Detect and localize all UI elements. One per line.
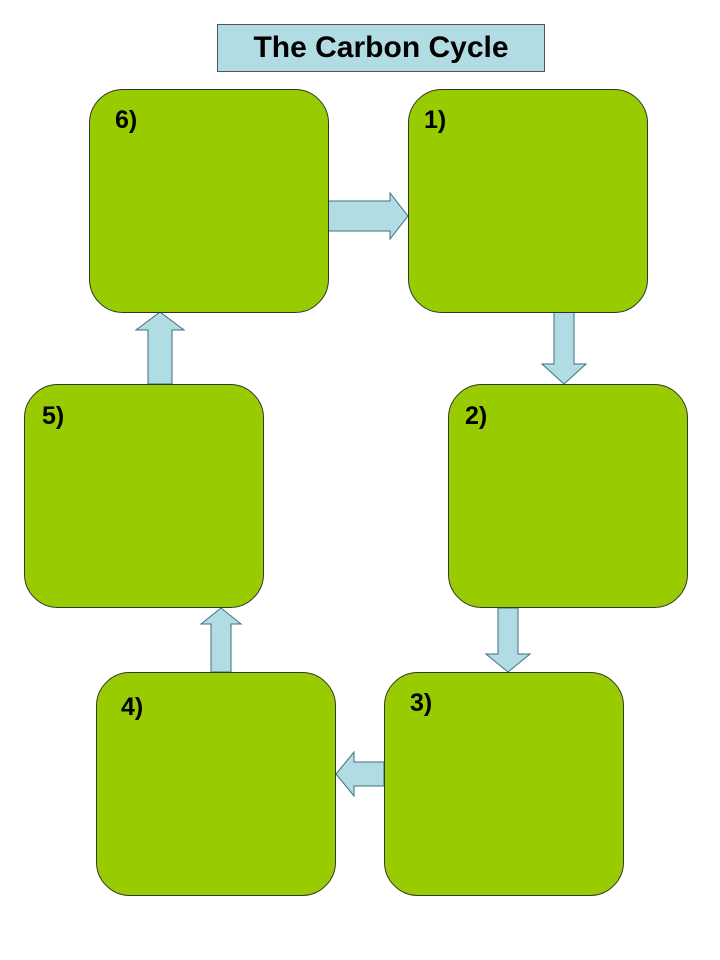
arrow-2-to-3 — [484, 607, 532, 673]
diagram-title: The Carbon Cycle — [253, 31, 509, 64]
step-box-5 — [24, 384, 264, 608]
step-box-3 — [384, 672, 624, 896]
step-label-2: 2) — [465, 402, 488, 430]
step-label-1: 1) — [424, 106, 447, 134]
arrow-5-to-6 — [134, 311, 186, 385]
step-box-6 — [89, 89, 329, 313]
arrow-3-to-4 — [335, 750, 385, 798]
step-label-6: 6) — [115, 106, 138, 134]
step-label-5: 5) — [42, 402, 65, 430]
step-box-2 — [448, 384, 688, 608]
step-box-4 — [96, 672, 336, 896]
arrow-4-to-5 — [199, 607, 243, 673]
step-label-3: 3) — [410, 689, 433, 717]
step-label-4: 4) — [121, 693, 144, 721]
title-box: The Carbon Cycle — [217, 24, 545, 72]
arrow-6-to-1 — [327, 191, 409, 241]
step-box-1 — [408, 89, 648, 313]
arrow-1-to-2 — [540, 311, 588, 385]
